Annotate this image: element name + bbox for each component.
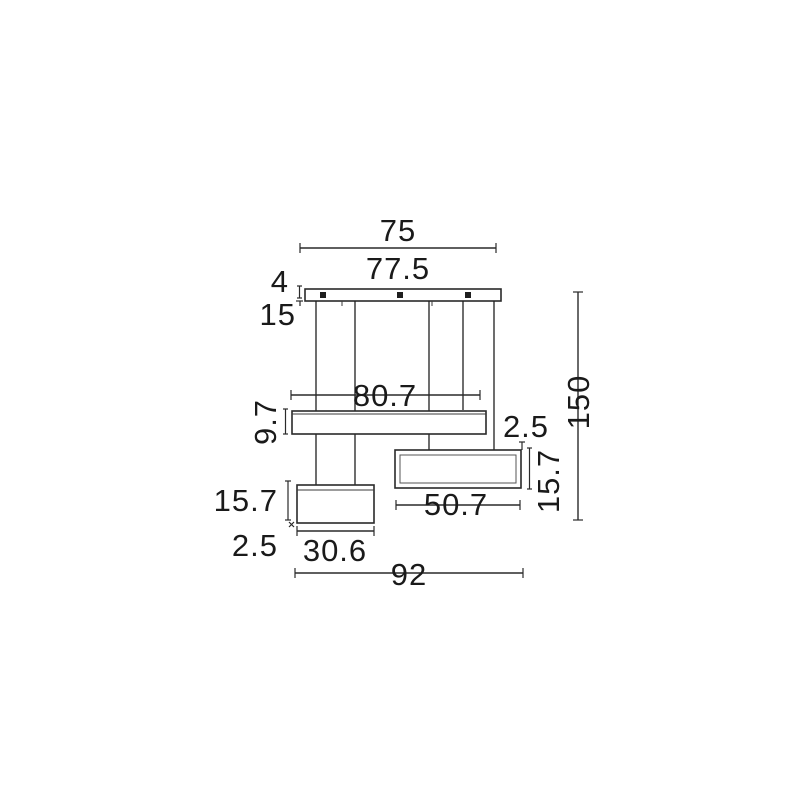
label-canopy-inner-width: 75 <box>380 213 416 248</box>
dim-line-right-fixture-gap <box>519 441 525 450</box>
dim-line-overall-width <box>294 568 524 578</box>
label-right-fixture-height: 15.7 <box>531 449 566 513</box>
dim-line-canopy-height <box>297 285 302 299</box>
label-canopy-height: 4 <box>271 264 289 299</box>
label-canopy-offset: 15 <box>260 297 296 332</box>
label-left-fixture-gap: 2.5 <box>232 528 278 563</box>
label-canopy-width: 77.5 <box>366 251 430 286</box>
label-right-fixture-width: 50.7 <box>424 487 488 522</box>
label-top-fixture-height: 9.7 <box>248 399 283 445</box>
label-right-fixture-gap: 2.5 <box>503 409 549 444</box>
label-left-fixture-height: 15.7 <box>214 483 278 518</box>
dim-line-canopy-inner-width <box>299 243 497 253</box>
dim-line-top-fixture-width <box>290 390 481 400</box>
dim-line-overall-height <box>573 291 583 521</box>
top-fixture-bar <box>291 410 487 435</box>
label-top-fixture-width: 80.7 <box>353 378 417 413</box>
dim-line-right-fixture-width <box>395 500 521 510</box>
left-fixture-box <box>296 484 375 524</box>
right-fixture-box <box>394 449 522 489</box>
dim-line-right-fixture-height <box>527 447 532 490</box>
suspension-cords <box>315 301 495 485</box>
label-overall-width: 92 <box>391 557 427 592</box>
label-left-fixture-width: 30.6 <box>303 533 367 568</box>
ceiling-canopy <box>304 288 502 306</box>
dim-line-left-fixture-width <box>296 526 375 536</box>
dim-line-canopy-offset <box>296 300 303 306</box>
label-overall-height: 150 <box>561 375 596 430</box>
dim-line-top-fixture-height <box>283 408 288 435</box>
dim-line-left-fixture-gap <box>288 521 295 528</box>
dim-line-left-fixture-height <box>285 480 291 521</box>
